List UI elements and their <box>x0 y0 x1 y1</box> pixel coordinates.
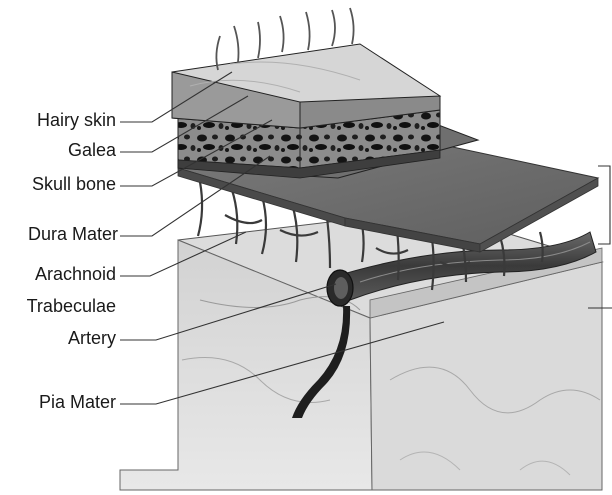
label-skull-bone: Skull bone <box>8 174 116 194</box>
label-dura-mater: Dura Mater <box>2 224 118 244</box>
label-galea: Galea <box>8 140 116 160</box>
label-arachnoid: Arachnoid <box>8 264 116 284</box>
label-pia-mater: Pia Mater <box>8 392 116 412</box>
label-trabeculae: Trabeculae <box>8 296 116 316</box>
galea-layer <box>172 44 440 128</box>
label-hairy-skin: Hairy skin <box>8 110 116 130</box>
label-artery: Artery <box>8 328 116 348</box>
